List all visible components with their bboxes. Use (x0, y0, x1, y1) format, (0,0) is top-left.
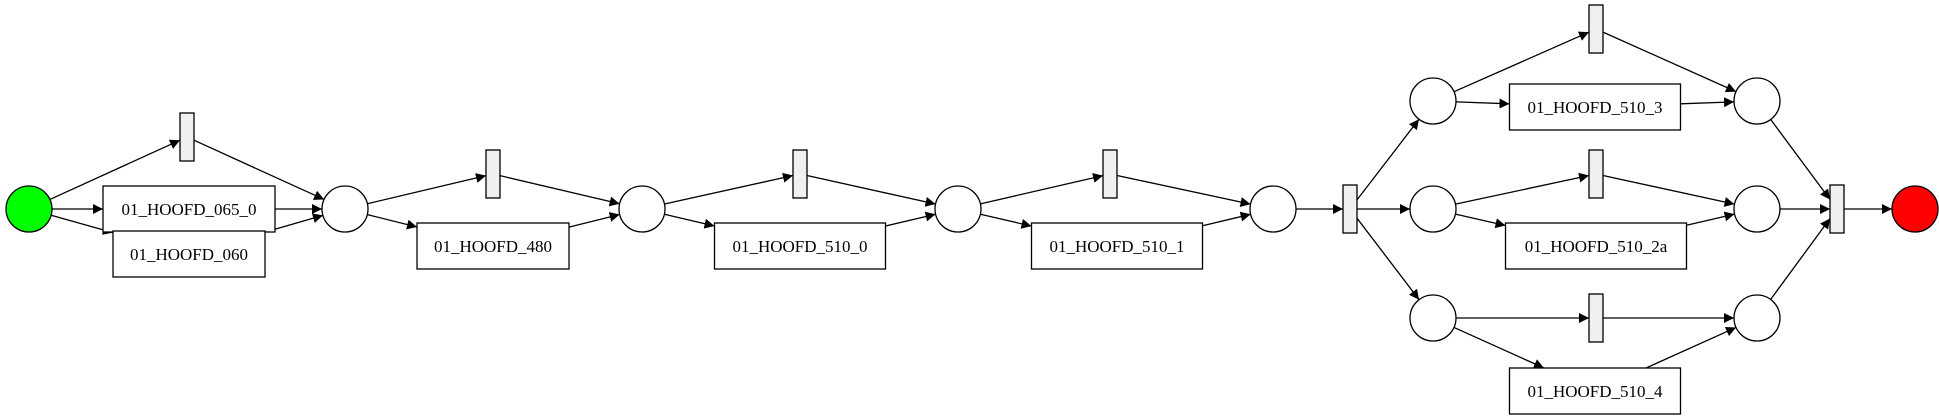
arc-s6-to-p9 (1602, 174, 1735, 207)
arc-s4-to-p4 (1116, 174, 1251, 207)
arc-s_split-to-p5 (1356, 118, 1420, 201)
transition-t_065: 01_HOOFD_065_0 (102, 185, 276, 233)
place-p8 (1733, 77, 1781, 125)
arc-p2-to-t_510_0 (664, 213, 715, 229)
arc-p6-to-s6 (1455, 172, 1590, 205)
place-p10 (1733, 294, 1781, 342)
arc-p10-to-s_join (1770, 218, 1831, 300)
place-p2 (618, 185, 666, 233)
arc-p8-to-s_join (1770, 119, 1831, 200)
arc-s3-to-p3 (806, 174, 936, 207)
transition-t_510_1: 01_HOOFD_510_1 (1030, 222, 1204, 270)
transition-label: 01_HOOFD_510_3 (1527, 98, 1662, 117)
arc-t_510_3-to-p8 (1680, 97, 1735, 108)
transition-label: 01_HOOFD_060 (130, 245, 248, 264)
transition-box (713, 222, 887, 270)
place-p6 (1409, 185, 1457, 233)
end-place (1891, 185, 1939, 233)
start-place (5, 185, 53, 233)
place-p4 (1249, 185, 1297, 233)
transition-box (1030, 222, 1204, 270)
silent-transition-s1 (179, 112, 195, 162)
transition-box (102, 185, 276, 233)
silent-transition-s5 (1588, 4, 1604, 54)
transition-label: 01_HOOFD_510_1 (1049, 237, 1184, 256)
transition-t_510_4: 01_HOOFD_510_4 (1508, 367, 1682, 415)
arc-t_510_0-to-p3 (885, 211, 936, 227)
silent-transition-s7 (1588, 293, 1604, 343)
arc-p5-to-t_510_3 (1455, 98, 1510, 109)
place-p1 (321, 185, 369, 233)
silent-transition-s3 (792, 149, 808, 199)
arc-t_510_1-to-p4 (1202, 211, 1251, 227)
place-p3 (934, 185, 982, 233)
arc-p3-to-t_510_1 (980, 213, 1032, 229)
arc-p7-to-t_510_4 (1453, 326, 1545, 369)
arc-p3-to-s4 (980, 172, 1104, 205)
arc-s1-to-p1 (193, 139, 325, 201)
transition-label: 01_HOOFD_065_0 (121, 200, 256, 219)
place-p9 (1733, 185, 1781, 233)
silent-transition-s_join (1829, 184, 1845, 234)
nodes-layer: 01_HOOFD_065_0 01_HOOFD_060 01_HOOFD_480 01… (5, 4, 1939, 415)
transition-box (1504, 222, 1688, 270)
transition-t_060: 01_HOOFD_060 (112, 230, 266, 278)
arc-s2-to-p2 (499, 175, 620, 207)
arc-p2-to-s3 (664, 172, 794, 205)
silent-transition-s6 (1588, 149, 1604, 199)
transition-label: 01_HOOFD_480 (434, 237, 552, 256)
arc-p1-to-s2 (367, 173, 487, 205)
arc-p6-to-t_510_2a (1455, 213, 1506, 229)
arc-p_start-to-s1 (49, 139, 181, 201)
place-p5 (1409, 77, 1457, 125)
silent-transition-s2 (485, 149, 501, 199)
transition-label: 01_HOOFD_510_0 (732, 237, 867, 256)
transition-label: 01_HOOFD_510_4 (1527, 382, 1663, 401)
transition-t_510_2a: 01_HOOFD_510_2a (1504, 222, 1688, 270)
arc-t_510_2a-to-p9 (1686, 211, 1735, 226)
transition-label: 01_HOOFD_510_2a (1525, 237, 1668, 256)
silent-transition-s_split (1342, 184, 1358, 234)
arc-p1-to-t_480 (367, 213, 418, 230)
transition-t_510_3: 01_HOOFD_510_3 (1508, 83, 1682, 131)
transition-box (1508, 83, 1682, 131)
transition-box (1508, 367, 1682, 415)
arc-p5-to-s5 (1453, 31, 1590, 93)
silent-transition-s4 (1102, 149, 1118, 199)
transition-box (112, 230, 266, 278)
place-p7 (1409, 294, 1457, 342)
transition-box (416, 222, 570, 270)
arc-s5-to-p8 (1602, 31, 1737, 93)
arc-t_510_4-to-p10 (1645, 326, 1737, 369)
arc-s_split-to-p7 (1356, 217, 1420, 301)
transition-t_480: 01_HOOFD_480 (416, 222, 570, 270)
transition-t_510_0: 01_HOOFD_510_0 (713, 222, 887, 270)
arc-t_480-to-p2 (568, 212, 620, 228)
